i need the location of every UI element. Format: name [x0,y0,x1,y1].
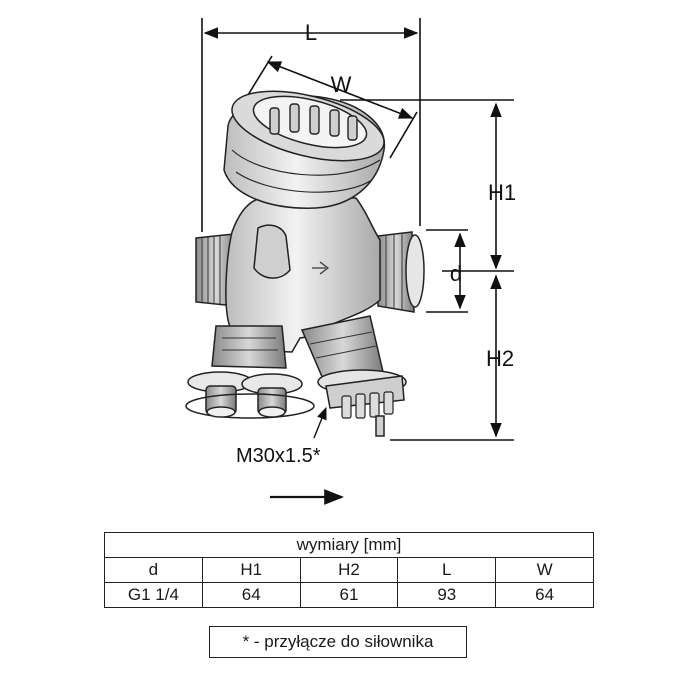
table-header-row: d H1 H2 L W [104,557,594,583]
label-H1: H1 [488,180,516,205]
dimension-L [201,18,421,232]
table-header-cell: d [104,557,203,583]
label-H2: H2 [486,346,514,371]
valve-drawing: L W H1 H2 d M30x1.5* [185,18,516,505]
dimensions-table: wymiary [mm] d H1 H2 L W G1 1/4 64 61 93… [104,532,594,608]
thread-leader [313,406,327,439]
label-d: d [450,261,462,286]
dimension-H2 [390,270,514,441]
table-header-cell: W [495,557,594,583]
valve-body [185,90,425,437]
footnote: * - przyłącze do siłownika [209,626,467,658]
table-cell: 61 [299,582,399,608]
table-cell: 93 [397,582,497,608]
table-cell: 64 [495,582,594,608]
table-title: wymiary [mm] [104,532,594,558]
label-thread: M30x1.5* [236,445,321,467]
label-W: W [331,72,352,97]
dimension-H1 [340,99,514,270]
table-title-row: wymiary [mm] [104,532,594,558]
table-header-cell: L [397,557,497,583]
table-header-cell: H1 [201,557,301,583]
table-row: G1 1/4 64 61 93 64 [104,582,594,608]
table-cell: G1 1/4 [104,582,203,608]
table-header-cell: H2 [299,557,399,583]
dimension-d [426,229,468,313]
table-cell: 64 [201,582,301,608]
label-L: L [305,20,317,45]
